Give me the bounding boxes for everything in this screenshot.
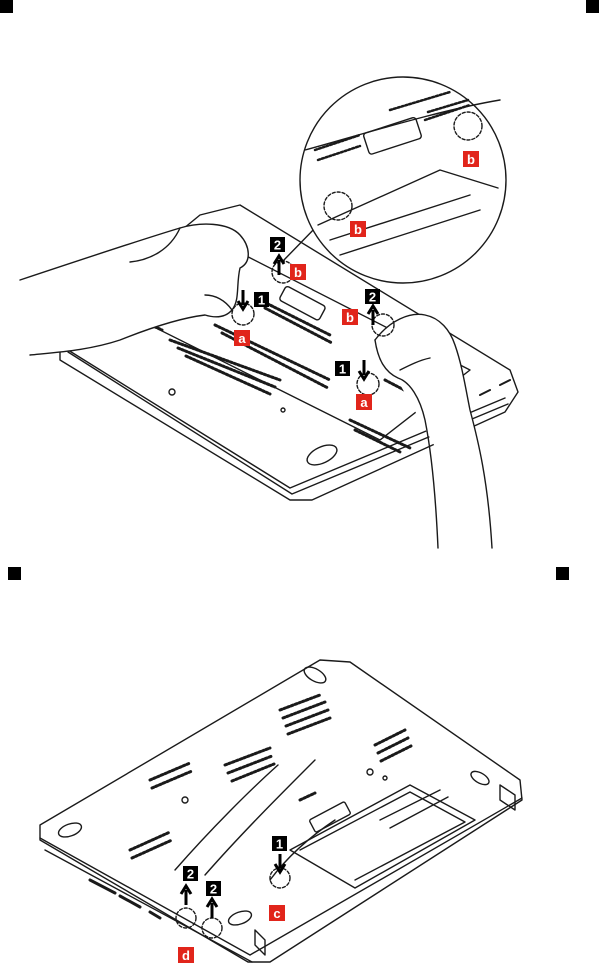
- svg-text:d: d: [182, 948, 190, 963]
- svg-text:b: b: [354, 222, 362, 237]
- svg-text:2: 2: [187, 867, 194, 882]
- arrow-up-icon: [274, 256, 284, 275]
- callout-c: c: [269, 905, 285, 921]
- svg-text:a: a: [238, 331, 246, 346]
- callout-a: a: [234, 330, 250, 346]
- svg-text:1: 1: [339, 362, 346, 377]
- callout-b: b: [342, 309, 358, 325]
- step-marker-1: 1: [272, 836, 287, 852]
- labels-bottom: 1 c 2 2 d: [0, 600, 599, 967]
- labels-top: 2 b 1 a 2 b 1 a b b: [0, 0, 599, 560]
- svg-text:2: 2: [210, 882, 217, 897]
- svg-text:b: b: [467, 152, 475, 167]
- svg-text:2: 2: [369, 290, 376, 305]
- svg-text:c: c: [273, 906, 280, 921]
- callout-b: b: [463, 151, 479, 167]
- svg-text:1: 1: [258, 293, 265, 308]
- step-marker-1: 1: [335, 361, 350, 377]
- arrow-down-icon: [359, 360, 369, 379]
- arrow-up-icon: [207, 899, 217, 918]
- callout-d: d: [178, 947, 194, 963]
- callout-b: b: [290, 264, 306, 280]
- step-marker-1: 1: [254, 292, 269, 308]
- corner-mark-mid-left: [8, 567, 21, 580]
- arrow-down-icon: [275, 854, 285, 872]
- arrow-up-icon: [368, 306, 378, 325]
- corner-mark-mid-right: [556, 567, 569, 580]
- step-marker-2: 2: [270, 237, 285, 253]
- callout-a: a: [356, 394, 372, 410]
- svg-text:2: 2: [274, 238, 281, 253]
- arrow-up-icon: [181, 886, 191, 905]
- svg-text:a: a: [360, 395, 368, 410]
- step-marker-2: 2: [365, 289, 380, 305]
- step-marker-2: 2: [206, 881, 221, 897]
- svg-text:b: b: [294, 265, 302, 280]
- svg-text:1: 1: [276, 837, 283, 852]
- arrow-down-icon: [238, 290, 248, 309]
- callout-b: b: [350, 221, 366, 237]
- svg-text:b: b: [346, 310, 354, 325]
- step-marker-2: 2: [183, 866, 198, 882]
